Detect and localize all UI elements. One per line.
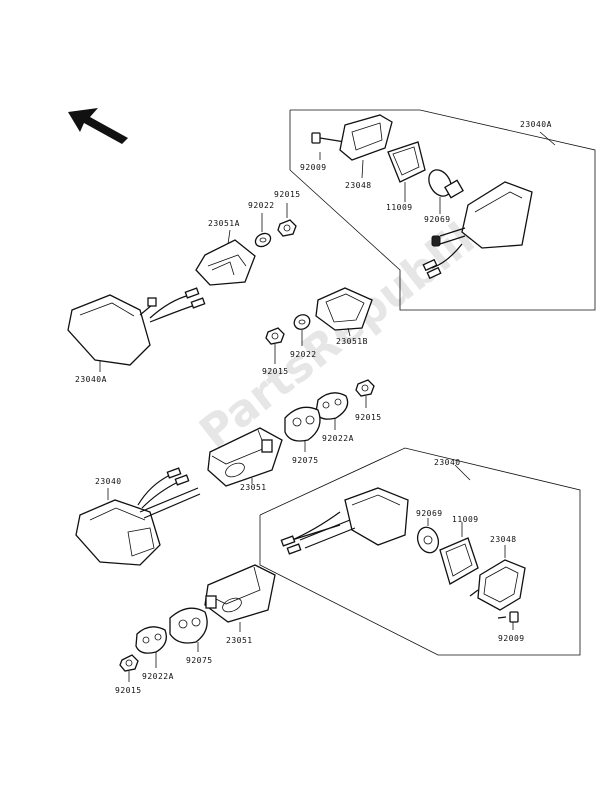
- label-92009-top: 92009: [300, 163, 327, 172]
- nut-92015-d: [119, 654, 139, 672]
- label-92022-a: 92022: [248, 201, 275, 210]
- gasket-11009-top: [387, 141, 426, 183]
- front-direction-arrow-icon: [68, 108, 128, 144]
- gasket-92075-b: [169, 607, 208, 644]
- label-92015-d: 92015: [115, 686, 142, 695]
- washer-92022-b: [293, 314, 311, 330]
- mount-23051-a: [207, 427, 283, 487]
- mount-23051-b: [204, 564, 276, 623]
- bulb-92069-top: [428, 169, 464, 199]
- label-23040A-top: 23040A: [520, 120, 552, 129]
- mount-23051A: [195, 239, 256, 286]
- nut-92015-c: [355, 379, 375, 397]
- plate-92022A-a: [315, 392, 349, 420]
- assembly-box-23040A: [289, 109, 596, 311]
- label-92022A-b: 92022A: [142, 672, 174, 681]
- label-92022-b: 92022: [290, 350, 317, 359]
- label-23051B: 23051B: [336, 337, 368, 346]
- signal-housing-right-top: [422, 181, 533, 280]
- label-92015-a: 92015: [274, 190, 301, 199]
- label-92075-a: 92075: [292, 456, 319, 465]
- screw-92009-top: [311, 132, 346, 144]
- lens-23048-bottom: [469, 559, 526, 611]
- label-23040A-left: 23040A: [75, 375, 107, 384]
- label-92069-bottom: 92069: [416, 509, 443, 518]
- washer-92022-a: [254, 232, 272, 248]
- gasket-11009-bottom: [439, 537, 479, 585]
- nut-92015-b: [265, 327, 285, 345]
- screw-92009-bottom: [497, 611, 519, 623]
- label-92022A-a: 92022A: [322, 434, 354, 443]
- label-23051-a: 23051: [240, 483, 267, 492]
- signal-housing-left-lower: [75, 467, 201, 566]
- assembly-box-23040: [259, 447, 581, 656]
- label-92009-bottom: 92009: [498, 634, 525, 643]
- label-23040-left: 23040: [95, 477, 122, 486]
- label-23051-b: 23051: [226, 636, 253, 645]
- signal-housing-left-upper: [67, 287, 206, 366]
- label-23048-bottom: 23048: [490, 535, 517, 544]
- nut-92015-a: [277, 219, 297, 237]
- label-92015-c: 92015: [355, 413, 382, 422]
- plate-92022A-b: [135, 626, 167, 654]
- label-92075-b: 92075: [186, 656, 213, 665]
- label-23051A: 23051A: [208, 219, 240, 228]
- gasket-92075-a: [284, 406, 321, 442]
- label-92069-top: 92069: [424, 215, 451, 224]
- label-11009-top: 11009: [386, 203, 413, 212]
- signal-housing-right-bottom: [280, 487, 409, 555]
- lens-23048-top: [339, 114, 393, 161]
- label-23040-right: 23040: [434, 458, 461, 467]
- bulb-92069-bottom: [416, 526, 440, 554]
- label-11009-bottom: 11009: [452, 515, 479, 524]
- label-92015-b: 92015: [262, 367, 289, 376]
- lens-23051B: [315, 287, 373, 331]
- label-23048-top: 23048: [345, 181, 372, 190]
